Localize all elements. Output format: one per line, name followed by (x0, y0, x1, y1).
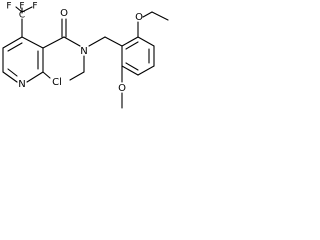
bond-n-ethyl-2 (69, 71, 85, 81)
bond-benz-double-3 (125, 62, 139, 71)
bonds (2, 6, 169, 109)
atom-o-methoxy-bottom: O (118, 83, 126, 94)
bond-benz-2 (137, 36, 155, 47)
atom-cl: Cl (52, 77, 62, 88)
atom-f1: F (6, 2, 11, 12)
atom-o-carbonyl: O (60, 8, 68, 19)
atom-f3: F (32, 2, 37, 12)
bond-benz-4 (137, 65, 155, 76)
bond-ring-c4-c3 (21, 36, 44, 49)
bond-c-f3 (21, 6, 33, 13)
bond-benz-double-1 (125, 41, 139, 50)
bond-ring-double-3 (7, 42, 23, 52)
atom-f2: F (19, 2, 24, 12)
atom-labels: F F C F O N N Cl O O (6, 2, 143, 95)
bond-n-ch2 (88, 36, 106, 47)
bond-ring-double-2 (7, 68, 18, 77)
chemical-structure: F F C F O N N Cl O O (2, 2, 169, 109)
atom-n-amide: N (80, 46, 87, 57)
bond-carbonyl-n (63, 36, 81, 47)
bond-ch3-top (151, 11, 169, 21)
bond-benz-1 (121, 36, 139, 47)
bond-c2-cl (42, 71, 51, 79)
atom-o-methoxy-top: O (135, 12, 143, 23)
atom-c-cf3: C (19, 11, 25, 21)
bond-ring-n-c6 (2, 71, 18, 83)
bond-c3-carbonyl (42, 36, 65, 49)
bond-ring-c2-n (26, 71, 44, 83)
bond-benz-5 (121, 65, 139, 76)
atom-n-pyridine: N (18, 79, 25, 90)
bond-ch2-ring (104, 36, 123, 47)
bond-ring-c5-c4 (2, 36, 23, 49)
bond-o-top-ch3 (142, 11, 153, 18)
bond-c-f1 (15, 6, 23, 13)
